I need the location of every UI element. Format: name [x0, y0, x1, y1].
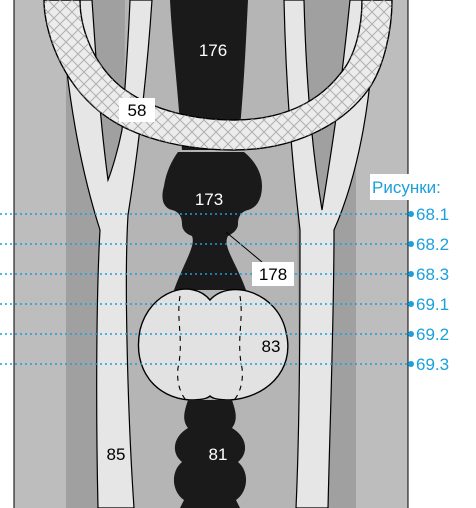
label-178: 178: [259, 265, 287, 284]
label-83: 83: [262, 337, 281, 356]
ref-label-68-2: 68.2: [416, 235, 449, 254]
ref-label-68-3: 68.3: [416, 265, 449, 284]
label-81: 81: [209, 445, 228, 464]
ref-dot-68-1: [408, 211, 414, 217]
ref-dot-69-1: [408, 301, 414, 307]
label-58: 58: [128, 101, 147, 120]
label-173: 173: [195, 190, 223, 209]
ref-label-68-1: 68.1: [416, 205, 449, 224]
side-band-left: [14, 0, 66, 508]
ref-label-69-2: 69.2: [416, 325, 449, 344]
ref-label-69-3: 69.3: [416, 355, 449, 374]
label-176: 176: [199, 41, 227, 60]
legend-title: Рисунки:: [372, 178, 441, 197]
ref-dot-69-3: [408, 361, 414, 367]
ref-label-69-1: 69.1: [416, 295, 449, 314]
ref-dot-69-2: [408, 331, 414, 337]
ref-dot-68-3: [408, 271, 414, 277]
label-85: 85: [107, 445, 126, 464]
ref-dot-68-2: [408, 241, 414, 247]
